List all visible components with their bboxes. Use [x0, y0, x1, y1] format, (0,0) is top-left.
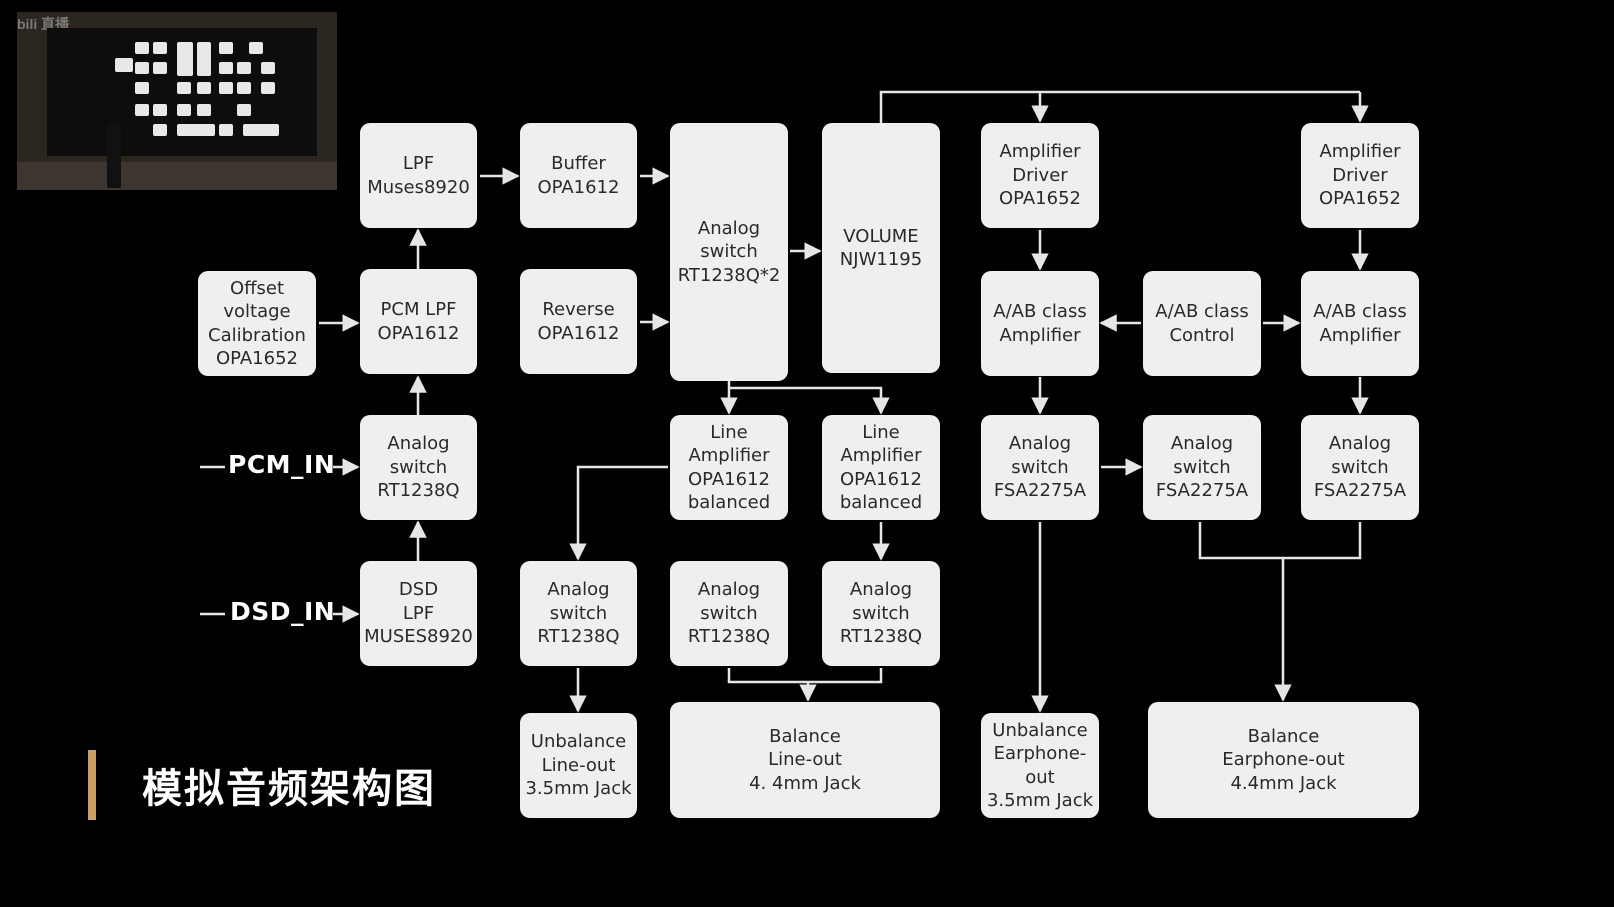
pcm-in-label: PCM_IN — [228, 450, 336, 479]
connector-line — [879, 90, 1360, 123]
thumbnail-mini-block — [115, 58, 133, 72]
thumbnail-mini-block — [177, 82, 191, 94]
block-balance-earphone: Balance Earphone-out 4.4mm Jack — [1148, 702, 1419, 818]
block-analog-switch-lo-2: Analog switch RT1238Q — [670, 561, 788, 666]
thumbnail-mini-block — [197, 104, 211, 116]
thumbnail-mini-block — [249, 42, 263, 54]
video-thumbnail: bili 直播 — [17, 12, 337, 190]
thumbnail-mini-block — [197, 42, 211, 76]
thumbnail-mini-block — [219, 124, 233, 136]
block-buffer: Buffer OPA1612 — [520, 123, 637, 228]
block-unbalance-earphone: Unbalance Earphone- out 3.5mm Jack — [981, 713, 1099, 818]
block-pcm-lpf: PCM LPF OPA1612 — [360, 269, 477, 374]
block-amp-driver-l: Amplifier Driver OPA1652 — [981, 123, 1099, 228]
connector-line — [729, 386, 890, 415]
dsd-in-label: DSD_IN — [230, 597, 336, 626]
block-analog-switch-fsa-3: Analog switch FSA2275A — [1301, 415, 1419, 520]
thumbnail-mini-block — [153, 42, 167, 54]
thumbnail-mini-block — [219, 62, 233, 74]
connector-line — [569, 465, 668, 561]
thumbnail-mini-block — [135, 104, 149, 116]
thumbnail-mini-block — [237, 104, 251, 116]
thumbnail-mini-block — [135, 42, 149, 54]
thumbnail-mini-block — [219, 82, 233, 94]
block-dsd-lpf: DSD LPF MUSES8920 — [360, 561, 477, 666]
block-analog-switch-lo-3: Analog switch RT1238Q — [822, 561, 940, 666]
block-lpf: LPF Muses8920 — [360, 123, 477, 228]
thumbnail-mini-block — [177, 124, 215, 136]
block-analog-switch-main: Analog switch RT1238Q*2 — [670, 123, 788, 381]
thumbnail-mini-block — [261, 62, 275, 74]
thumbnail-mini-block — [237, 62, 251, 74]
thumbnail-mini-block — [153, 124, 167, 136]
block-line-amp-1: Line Amplifier OPA1612 balanced — [670, 415, 788, 520]
block-analog-switch-fsa-1: Analog switch FSA2275A — [981, 415, 1099, 520]
thumbnail-mini-block — [135, 82, 149, 94]
thumbnail-mini-block — [153, 62, 167, 74]
presenter-figure — [107, 122, 121, 188]
connector-line — [727, 668, 883, 684]
slide-title: 模拟音频架构图 — [142, 766, 436, 812]
thumbnail-mini-block — [197, 82, 211, 94]
block-aab-control: A/AB class Control — [1143, 271, 1261, 376]
block-offset-cal: Offset voltage Calibration OPA1652 — [198, 271, 316, 376]
block-aab-amp-l: A/AB class Amplifier — [981, 271, 1099, 376]
connector-line — [1198, 522, 1362, 560]
block-analog-switch-pcm: Analog switch RT1238Q — [360, 415, 477, 520]
thumbnail-mini-block — [177, 104, 191, 116]
block-analog-switch-fsa-2: Analog switch FSA2275A — [1143, 415, 1261, 520]
block-reverse: Reverse OPA1612 — [520, 269, 637, 374]
block-amp-driver-r: Amplifier Driver OPA1652 — [1301, 123, 1419, 228]
thumbnail-mini-block — [219, 42, 233, 54]
thumbnail-floor — [17, 162, 337, 190]
thumbnail-mini-block — [237, 82, 251, 94]
block-balance-lineout: Balance Line-out 4. 4mm Jack — [670, 702, 940, 818]
thumbnail-mini-block — [243, 124, 279, 136]
thumbnail-mini-block — [153, 104, 167, 116]
thumbnail-mini-block — [261, 82, 275, 94]
block-line-amp-2: Line Amplifier OPA1612 balanced — [822, 415, 940, 520]
thumbnail-mini-block — [177, 42, 193, 76]
title-accent-bar — [88, 750, 96, 820]
block-analog-switch-lo-1: Analog switch RT1238Q — [520, 561, 637, 666]
thumbnail-mini-block — [135, 62, 149, 74]
block-unbalance-lineout: Unbalance Line-out 3.5mm Jack — [520, 713, 637, 818]
block-aab-amp-r: A/AB class Amplifier — [1301, 271, 1419, 376]
block-volume: VOLUME NJW1195 — [822, 123, 940, 373]
